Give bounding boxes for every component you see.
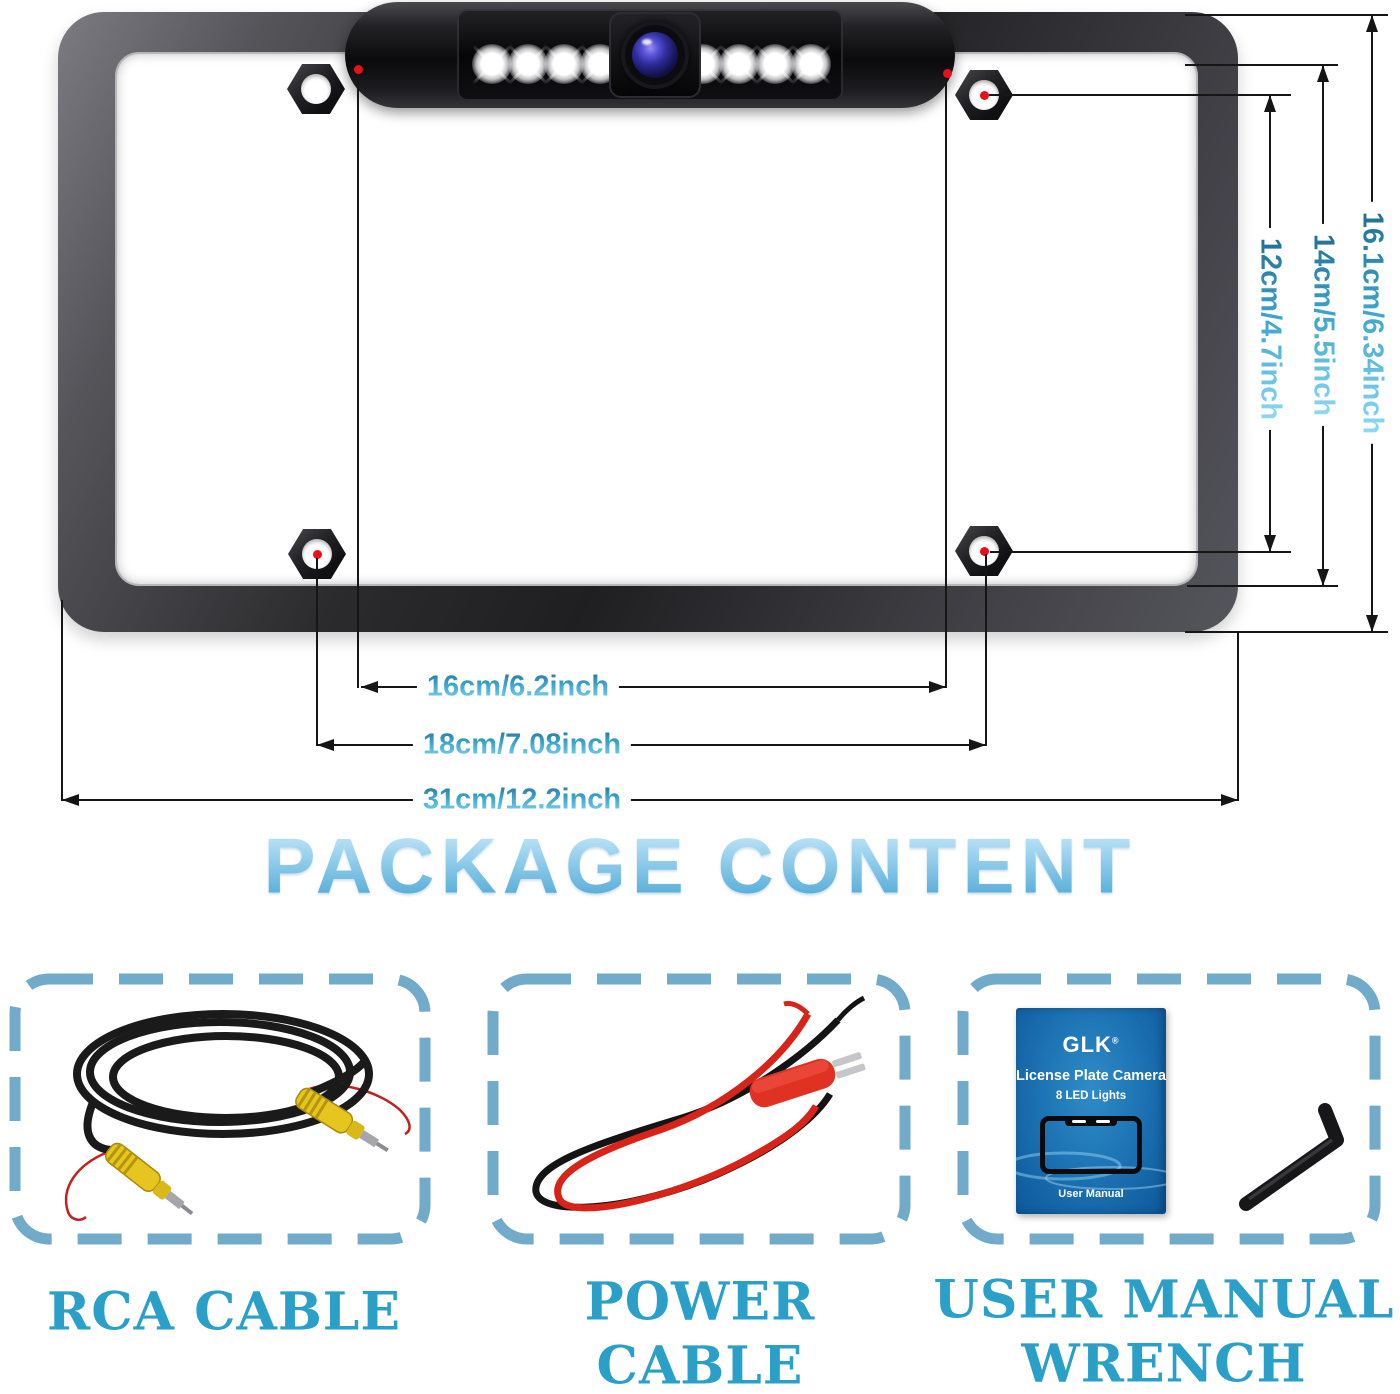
arrowhead-up-icon <box>1317 65 1329 82</box>
arrowhead-right-icon <box>969 739 986 751</box>
led-light-icon <box>719 44 759 84</box>
power-cable-illustration <box>487 973 911 1245</box>
manual-swirl-decoration <box>1016 1151 1166 1190</box>
arrowhead-down-icon <box>1317 569 1329 586</box>
rca-cable-illustration <box>9 973 431 1245</box>
arrowhead-down-icon <box>1366 615 1378 632</box>
manual-footer: User Manual <box>1058 1188 1124 1200</box>
extension-line <box>990 551 1291 553</box>
label-manual-line2: WRENCH <box>1021 1333 1307 1394</box>
arrowhead-up-icon <box>1366 15 1378 32</box>
package-box-power-cable <box>486 972 912 1246</box>
package-box-rca-cable <box>8 972 432 1246</box>
label-manual-line1: USER MANUAL <box>933 1269 1395 1331</box>
label-power-line2: CABLE <box>596 1335 804 1394</box>
red-marker-dot <box>979 546 989 556</box>
red-marker-dot <box>312 549 322 559</box>
dimension-label-14cm: 14cm/5.5inch <box>1304 223 1342 427</box>
extension-line <box>357 72 359 688</box>
arrowhead-right-icon <box>1221 794 1238 806</box>
camera-lens-iris <box>632 32 678 78</box>
arrowhead-left-icon <box>361 681 378 693</box>
red-marker-dot <box>979 90 989 100</box>
extension-line <box>1185 64 1338 66</box>
extension-line <box>1187 585 1338 587</box>
label-power-line1: POWER <box>584 1271 816 1333</box>
dc-plug-icon <box>749 1052 866 1108</box>
extension-line <box>985 554 987 746</box>
extension-line <box>1185 14 1388 16</box>
dimension-label-16cm: 16cm/6.2inch <box>416 668 620 706</box>
frame-opening <box>115 52 1198 586</box>
led-light-icon <box>544 44 584 84</box>
dimension-label-12cm: 12cm/4.7inch <box>1251 227 1289 431</box>
dimension-label-31cm: 31cm/12.2inch <box>412 781 632 819</box>
screw-hole <box>301 74 331 104</box>
rca-plug-icon <box>295 1087 389 1153</box>
trademark-symbol: ® <box>1111 1035 1120 1046</box>
extension-line <box>945 80 947 688</box>
extension-line <box>316 558 318 746</box>
led-light-icon <box>508 44 548 84</box>
allen-wrench-icon <box>1239 1103 1344 1211</box>
dimension-label-16-1cm: 16.1cm/6.34inch <box>1353 201 1391 445</box>
manual-frame-graphic <box>1040 1116 1142 1174</box>
arrowhead-right-icon <box>929 681 946 693</box>
arrowhead-left-icon <box>62 794 79 806</box>
arrowhead-up-icon <box>1264 95 1276 112</box>
user-manual-cover: GLK® License Plate Camera 8 LED Lights U… <box>1016 1008 1166 1214</box>
arrowhead-left-icon <box>317 739 334 751</box>
camera-lens-icon <box>621 21 689 89</box>
label-rca-cable: RCA CABLE <box>47 1281 401 1343</box>
manual-frame-camera-bar <box>1065 1117 1117 1126</box>
dimension-line-18cm <box>317 744 986 746</box>
extension-line <box>989 94 1291 96</box>
led-light-icon <box>791 44 831 84</box>
package-content-title: PACKAGE CONTENT <box>263 821 1137 910</box>
backup-camera-bar <box>345 2 955 108</box>
led-light-icon <box>755 44 795 84</box>
manual-subtitle: 8 LED Lights <box>1055 1090 1127 1102</box>
extension-line <box>1185 631 1388 633</box>
led-light-icon <box>472 44 512 84</box>
package-box-manual-wrench <box>956 972 1382 1246</box>
extension-line <box>61 600 63 801</box>
dimension-line-16cm <box>361 686 946 688</box>
rca-plug-icon <box>105 1142 194 1216</box>
manual-brand: GLK® <box>1062 1032 1120 1057</box>
dimension-label-18cm: 18cm/7.08inch <box>412 726 632 764</box>
red-marker-dot <box>354 65 363 74</box>
arrowhead-down-icon <box>1264 535 1276 552</box>
manual-wrench-illustration <box>957 973 1381 1245</box>
dimension-line-31cm <box>62 799 1238 801</box>
camera-lens-housing <box>609 12 701 98</box>
extension-line <box>1237 632 1239 801</box>
manual-title: License Plate Camera <box>1016 1068 1166 1084</box>
lens-highlight <box>642 39 652 45</box>
red-marker-dot <box>943 69 952 78</box>
